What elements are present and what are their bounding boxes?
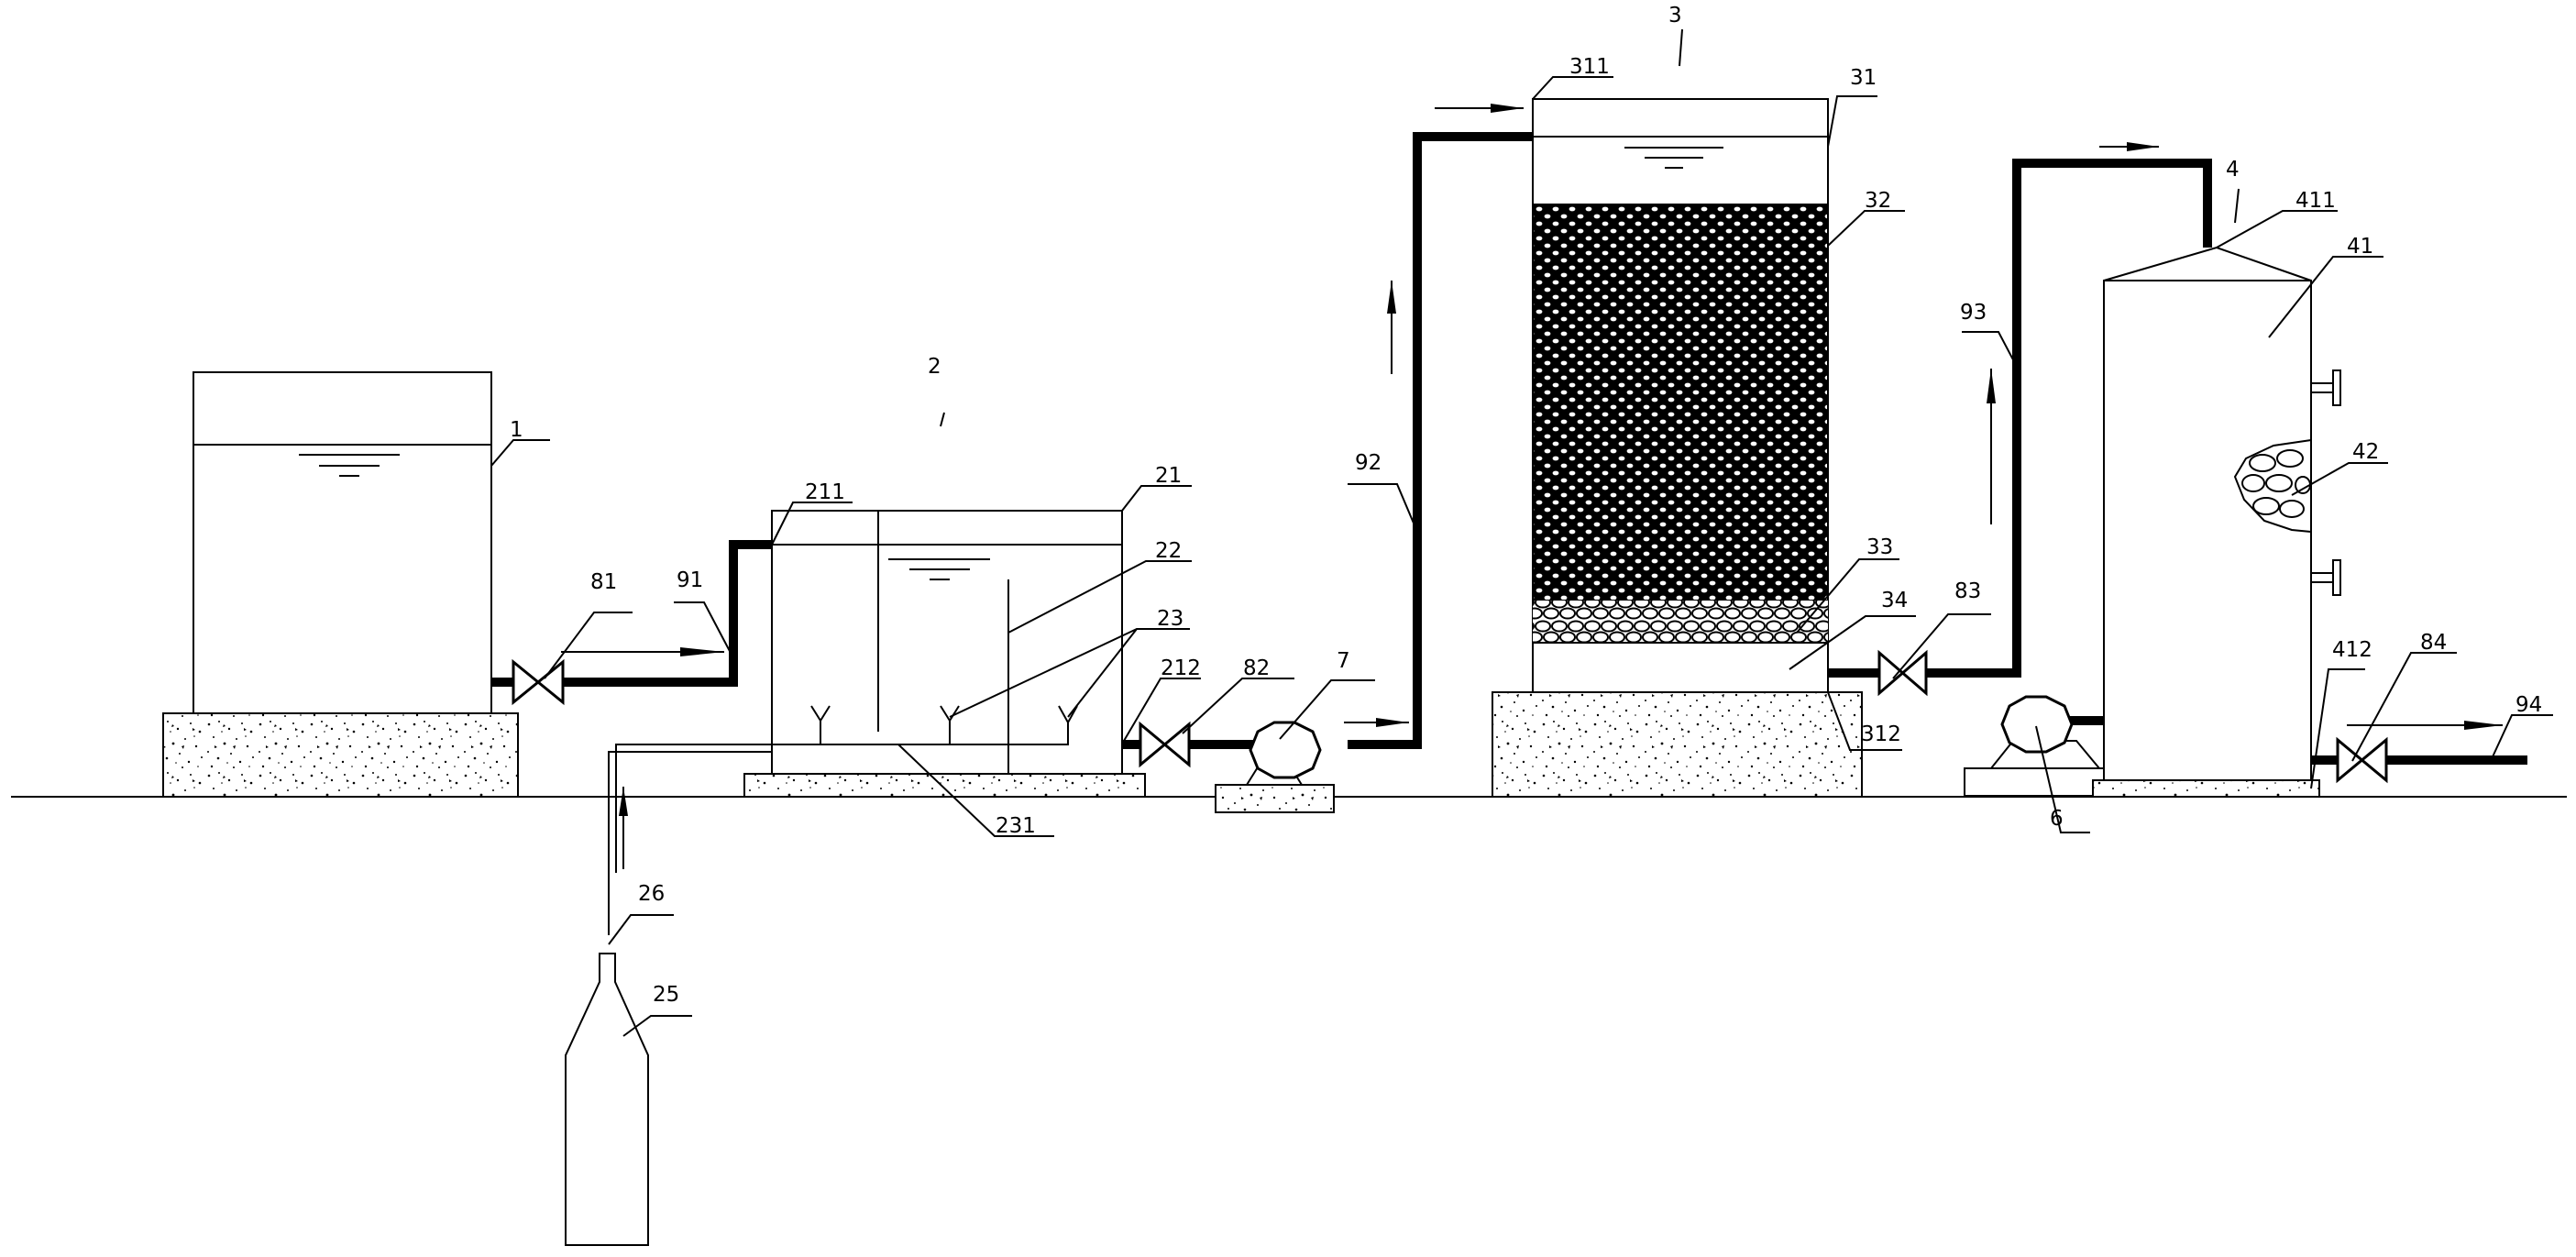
pump-6-icon[interactable] [1964,695,2125,797]
flange-icon [2310,369,2341,406]
leader-lines [490,28,2553,1037]
water-level-icon [1624,147,1723,169]
valve-82-icon[interactable] [1139,721,1191,768]
label-6: 6 [2050,807,2064,831]
reactor-2 [608,510,1146,935]
valve-84-icon[interactable] [2336,736,2388,784]
label-22: 22 [1155,539,1182,563]
water-level-icon [299,454,400,477]
label-1: 1 [510,418,523,442]
flow-arrow-icon [1987,369,1996,524]
label-81: 81 [590,570,617,594]
label-7: 7 [1337,649,1350,673]
label-412: 412 [2332,638,2372,662]
label-92: 92 [1355,451,1382,475]
label-93: 93 [1960,301,1987,325]
label-33: 33 [1866,535,1893,559]
label-41: 41 [2347,235,2373,259]
flange-icon [2310,559,2341,596]
label-23: 23 [1157,607,1183,631]
label-94: 94 [2515,693,2542,717]
label-83: 83 [1954,579,1981,603]
part-labels: 1 2 3 4 21 22 23 231 211 212 82 7 92 91 … [510,4,2542,1007]
label-3: 3 [1668,4,1682,28]
label-312: 312 [1861,722,1901,746]
tank-1-body [193,371,492,714]
label-25: 25 [653,983,679,1007]
tower-4-foundation [2092,779,2320,798]
gas-bottle-25 [565,953,649,1246]
gas-line-26 [608,751,773,935]
reactor-2-foundation [743,773,1146,798]
flow-arrow-icon [2347,721,2503,730]
media-42 [2233,438,2312,534]
gas-pipe-231 [615,720,1069,873]
label-2: 2 [928,355,941,379]
label-231: 231 [996,814,1036,838]
label-211: 211 [805,480,845,504]
pump-7-icon[interactable] [1215,721,1335,813]
tower-4 [2092,246,2341,798]
tank-1 [162,371,519,798]
label-212: 212 [1161,656,1201,680]
valve-83-icon[interactable] [1877,649,1928,697]
flow-arrow-icon [619,787,628,869]
label-311: 311 [1569,55,1610,79]
label-82: 82 [1243,656,1270,680]
chamber-34 [1532,642,1829,693]
label-91: 91 [677,568,703,592]
flow-arrow-icon [1435,104,1524,113]
vessel-21 [771,510,1123,775]
column-3 [1492,98,1863,798]
flow-arrow-icon [561,647,724,656]
water-level-icon [888,558,990,580]
pipe-92 [1122,132,1533,749]
label-42: 42 [2352,440,2379,464]
label-84: 84 [2420,631,2447,655]
label-32: 32 [1865,189,1891,213]
column-3-foundation [1492,691,1863,798]
valve-81-icon[interactable] [512,658,565,706]
label-26: 26 [638,882,665,906]
tank-1-foundation [162,712,519,798]
tower-41 [2103,280,2312,781]
tower-4-roof [2103,246,2312,281]
label-31: 31 [1850,66,1877,90]
flow-arrow-icon [1387,281,1396,374]
flow-arrow-icon [2099,142,2159,151]
pipe-93 [1828,159,2212,678]
label-4: 4 [2226,158,2240,182]
label-34: 34 [1881,589,1908,612]
flow-arrow-icon [1344,718,1409,727]
label-411: 411 [2295,189,2336,213]
diffuser-icon [810,705,1078,725]
label-21: 21 [1155,464,1182,488]
gravel-33 [1533,601,1828,643]
packing-32 [1532,204,1829,601]
